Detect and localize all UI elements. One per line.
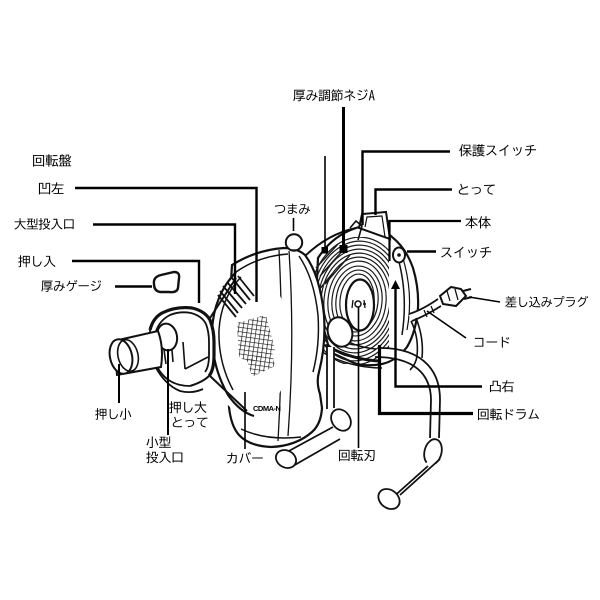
svg-text:CDMA-N: CDMA-N [253, 404, 280, 413]
